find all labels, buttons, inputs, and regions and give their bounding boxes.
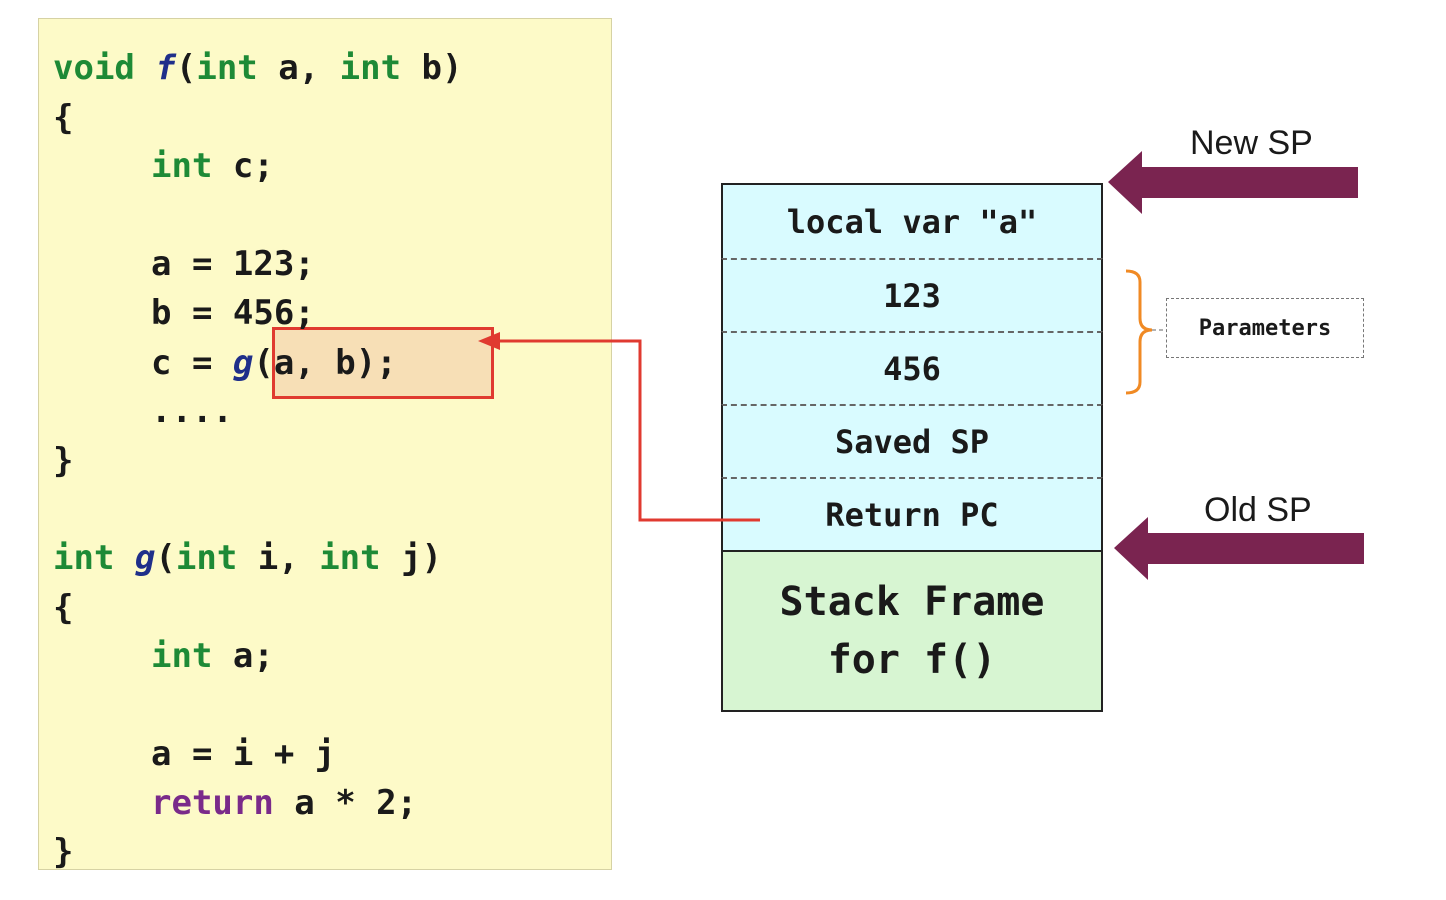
parameters-brace xyxy=(1125,269,1153,395)
f-decl-name: c; xyxy=(212,146,274,186)
f-assign-b: b = 456; xyxy=(151,293,315,333)
f-signature: void f(int a, int b) xyxy=(53,48,463,88)
f-ellipsis: .... xyxy=(151,391,233,431)
stack-frame-subtitle: for f() xyxy=(827,637,997,683)
f-assign-c: c = g(a, b); xyxy=(151,343,397,383)
f-param2-type: int xyxy=(339,48,402,88)
g-param1-type: int xyxy=(175,538,238,578)
f-function-name: f xyxy=(155,48,176,88)
g-local-decl: int a; xyxy=(151,636,274,676)
f-decl-type: int xyxy=(151,146,213,186)
call-highlight-box xyxy=(272,327,494,399)
g-decl-name: a; xyxy=(212,636,274,676)
g-param2: j) xyxy=(380,538,443,578)
stack-cell-local-var: local var "a" xyxy=(721,183,1103,258)
call-stack: local var "a" 123 456 Saved SP Return PC… xyxy=(721,183,1103,712)
f-open-brace: { xyxy=(53,98,74,138)
return-keyword: return xyxy=(151,783,274,823)
g-signature: int g(int i, int j) xyxy=(53,538,442,578)
g-return: return a * 2; xyxy=(151,783,417,823)
g-open-brace: { xyxy=(53,588,74,628)
g-close-brace: } xyxy=(53,832,74,872)
g-call-name: g xyxy=(232,343,254,383)
code-panel: void f(int a, int b) { int c; a = 123; b… xyxy=(38,18,612,872)
g-call-args: (a, b); xyxy=(253,343,397,383)
g-return-type: int xyxy=(53,538,115,578)
g-assign: a = i + j xyxy=(151,734,336,774)
f-assign-a: a = 123; xyxy=(151,244,315,284)
g-function-name: g xyxy=(134,538,156,578)
stack-cell-param-b: 456 xyxy=(721,331,1103,404)
f-open-paren: ( xyxy=(175,48,197,88)
g-param2-type: int xyxy=(319,538,381,578)
f-return-type: void xyxy=(53,48,135,88)
f-param2: b) xyxy=(401,48,463,88)
f-param1-type: int xyxy=(196,48,258,88)
f-assign-c-prefix: c = xyxy=(151,343,233,383)
stack-cell-saved-sp: Saved SP xyxy=(721,404,1103,477)
stack-cell-return-pc: Return PC xyxy=(721,477,1103,550)
g-decl-type: int xyxy=(151,636,213,676)
f-local-decl: int c; xyxy=(151,146,274,186)
parameters-label: Parameters xyxy=(1166,298,1364,358)
new-sp-label: New SP xyxy=(1190,124,1313,162)
return-expression: a * 2; xyxy=(273,783,418,823)
f-param1: a, xyxy=(257,48,340,88)
stack-cell-param-a: 123 xyxy=(721,258,1103,331)
g-param1: i, xyxy=(237,538,320,578)
old-sp-label: Old SP xyxy=(1204,491,1312,529)
f-close-brace: } xyxy=(53,441,74,481)
stack-frame-title: Stack Frame xyxy=(779,579,1045,625)
stack-frame-f: Stack Frame for f() xyxy=(721,550,1103,712)
g-open-paren: ( xyxy=(155,538,176,578)
